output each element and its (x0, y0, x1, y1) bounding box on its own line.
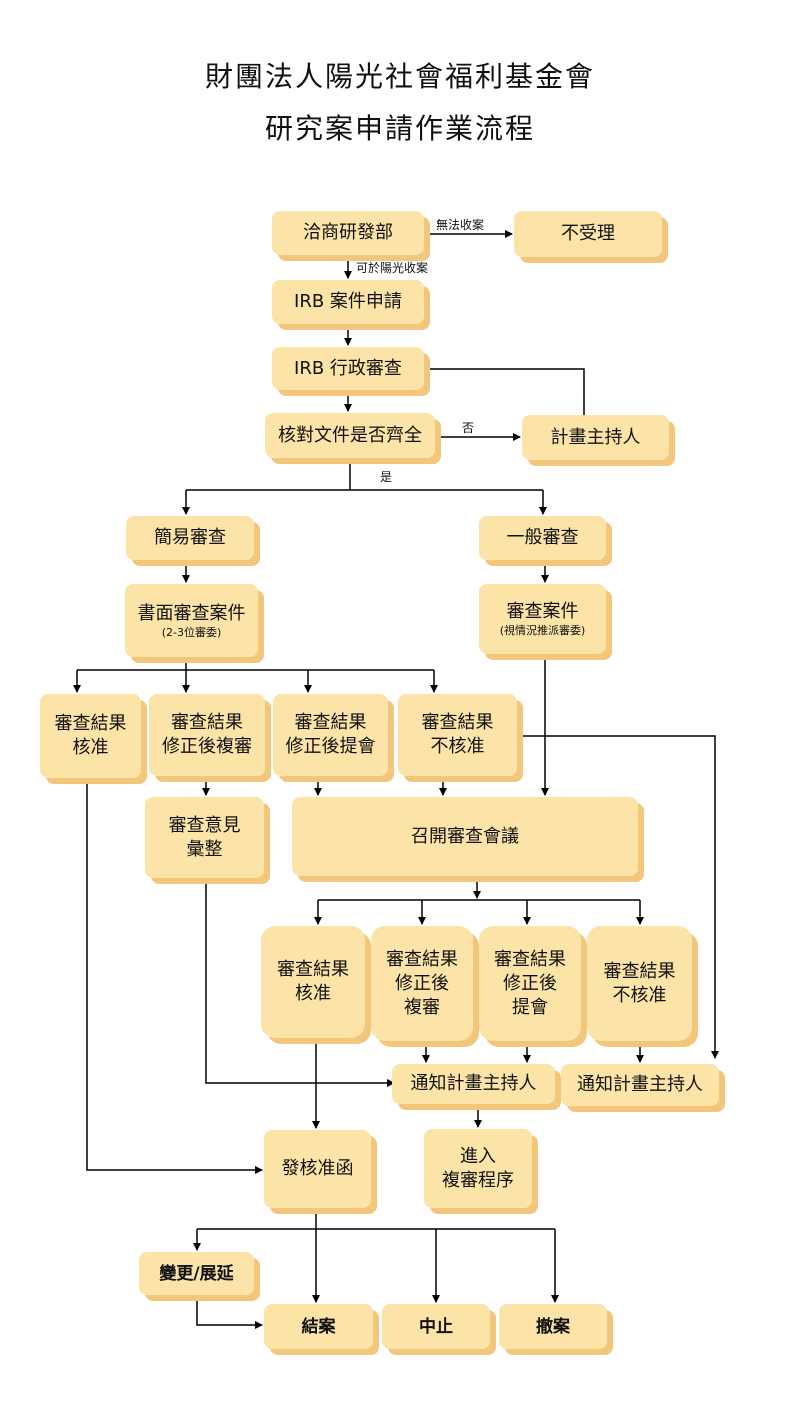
node-s-revise-rereview: 審查結果 修正後複審 (149, 694, 265, 776)
edge-label-no: 否 (462, 421, 475, 435)
node-suspend: 中止 (382, 1304, 490, 1349)
edge-label-cannot-accept: 無法收案 (436, 218, 485, 232)
node-issue-letter: 發核准函 (264, 1130, 371, 1208)
node-review-case: 審查案件 (視情況推派審委) (479, 584, 606, 654)
review-case-sub: (視情況推派審委) (499, 624, 586, 637)
node-written-review: 書面審查案件 (2-3位審委) (125, 584, 258, 657)
node-m-approve: 審查結果 核准 (261, 926, 365, 1038)
node-notify-pi-1: 通知計畫主持人 (392, 1064, 555, 1104)
node-check-docs: 核對文件是否齊全 (265, 413, 435, 458)
node-opinion-compile: 審查意見 彙整 (145, 797, 264, 878)
node-general-review: 一般審查 (479, 516, 606, 560)
title-line2: 研究案申請作業流程 (264, 112, 535, 145)
node-close-case: 結案 (264, 1304, 373, 1349)
node-s-revise-meeting: 審查結果 修正後提會 (273, 694, 388, 776)
node-irb-admin: IRB 行政審查 (272, 347, 424, 390)
node-m-reject: 審查結果 不核准 (587, 926, 692, 1041)
node-reject: 不受理 (514, 211, 662, 257)
node-m-revise-rereview: 審查結果 修正後 複審 (371, 926, 473, 1041)
title-line1: 財團法人陽光社會福利基金會 (204, 60, 595, 93)
node-enter-rereview: 進入 複審程序 (424, 1129, 532, 1208)
node-m-revise-meeting: 審查結果 修正後 提會 (479, 926, 581, 1041)
node-irb-apply: IRB 案件申請 (272, 280, 424, 324)
edge-label-yes: 是 (380, 470, 393, 484)
edge-label-can-accept: 可於陽光收案 (356, 261, 429, 275)
review-case-main: 審查案件 (506, 601, 579, 622)
node-notify-pi-2: 通知計畫主持人 (561, 1064, 719, 1106)
written-review-sub: (2-3位審委) (161, 625, 222, 639)
node-change-extend: 變更/展延 (139, 1252, 254, 1295)
node-convene-meeting: 召開審查會議 (292, 797, 638, 876)
node-pi-top: 計畫主持人 (522, 415, 669, 460)
node-simple-review: 簡易審查 (126, 516, 254, 560)
node-s-approve: 審查結果 核准 (40, 694, 141, 778)
node-withdraw: 撤案 (499, 1304, 607, 1349)
written-review-main: 書面審查案件 (137, 602, 246, 624)
node-consult: 洽商研發部 (272, 211, 424, 255)
node-s-reject: 審查結果 不核准 (398, 694, 517, 776)
